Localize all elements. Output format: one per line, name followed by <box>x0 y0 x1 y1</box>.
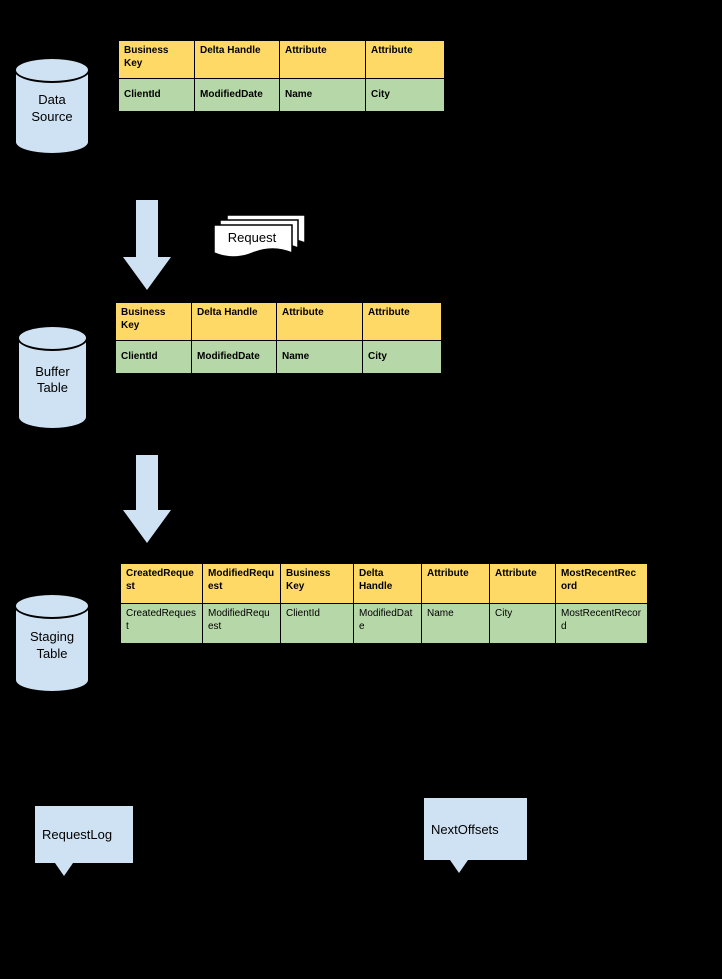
callout-tail-icon <box>450 860 468 873</box>
staging-table-label: Staging Table <box>29 628 75 661</box>
header-cell: Business Key <box>115 302 192 341</box>
next-offsets-callout: NextOffsets <box>424 798 527 873</box>
data-cell: City <box>362 340 442 374</box>
staging-table-header-row: CreatedRequest ModifiedRequest Business … <box>120 563 648 604</box>
data-source-label: Data Source <box>31 91 73 124</box>
data-cell: ModifiedRequest <box>202 603 281 644</box>
data-cell: ModifiedDate <box>191 340 277 374</box>
data-cell: ModifiedDate <box>353 603 422 644</box>
header-cell: Business Key <box>280 563 354 604</box>
source-table: Business Key Delta Handle Attribute Attr… <box>118 40 445 112</box>
data-cell: ClientId <box>280 603 354 644</box>
data-cell: Name <box>279 78 366 112</box>
next-offsets-label: NextOffsets <box>431 821 499 837</box>
cylinder-top <box>14 593 90 619</box>
buffer-table-label: Buffer Table <box>35 363 70 396</box>
cylinder-top <box>17 325 88 351</box>
header-cell: MostRecentRecord <box>555 563 648 604</box>
staging-table-cylinder: Staging Table <box>14 593 90 693</box>
data-cell: City <box>365 78 445 112</box>
header-cell: CreatedRequest <box>120 563 203 604</box>
request-log-label: RequestLog <box>42 827 113 842</box>
down-arrow-icon <box>123 455 171 543</box>
data-cell: City <box>489 603 556 644</box>
buffer-table-data-row: ClientId ModifiedDate Name City <box>115 340 442 374</box>
data-cell: ClientId <box>115 340 192 374</box>
header-cell: Attribute <box>279 40 366 79</box>
cylinder-top <box>14 57 90 83</box>
callout-tail-icon <box>55 863 73 876</box>
buffer-table-header-row: Business Key Delta Handle Attribute Attr… <box>115 302 442 341</box>
header-cell: Delta Handle <box>191 302 277 341</box>
source-table-header-row: Business Key Delta Handle Attribute Attr… <box>118 40 445 79</box>
header-cell: ModifiedRequest <box>202 563 281 604</box>
staging-table: CreatedRequest ModifiedRequest Business … <box>120 563 648 644</box>
request-label: Request <box>227 230 277 245</box>
request-log-callout: RequestLog <box>35 806 133 876</box>
data-source-cylinder: Data Source <box>14 57 90 155</box>
data-cell: MostRecentRecord <box>555 603 648 644</box>
header-cell: Delta Handle <box>194 40 280 79</box>
flow-arrow-source-to-buffer <box>123 200 171 290</box>
header-cell: Business Key <box>118 40 195 79</box>
buffer-table-cylinder: Buffer Table <box>17 325 88 430</box>
data-cell: Name <box>421 603 490 644</box>
data-cell: ClientId <box>118 78 195 112</box>
header-cell: Attribute <box>489 563 556 604</box>
down-arrow-icon <box>123 200 171 290</box>
data-cell: ModifiedDate <box>194 78 280 112</box>
buffer-table: Business Key Delta Handle Attribute Attr… <box>115 302 442 374</box>
header-cell: Delta Handle <box>353 563 422 604</box>
header-cell: Attribute <box>276 302 363 341</box>
header-cell: Attribute <box>365 40 445 79</box>
request-stack: Request <box>213 213 308 265</box>
source-table-data-row: ClientId ModifiedDate Name City <box>118 78 445 112</box>
flow-arrow-buffer-to-staging <box>123 455 171 543</box>
request-documents-icon <box>213 214 306 258</box>
cylinder-body <box>17 338 88 417</box>
header-cell: Attribute <box>362 302 442 341</box>
document-page-front <box>213 224 293 258</box>
data-cell: CreatedRequest <box>120 603 203 644</box>
header-cell: Attribute <box>421 563 490 604</box>
staging-table-data-row: CreatedRequest ModifiedRequest ClientId … <box>120 603 648 644</box>
data-cell: Name <box>276 340 363 374</box>
